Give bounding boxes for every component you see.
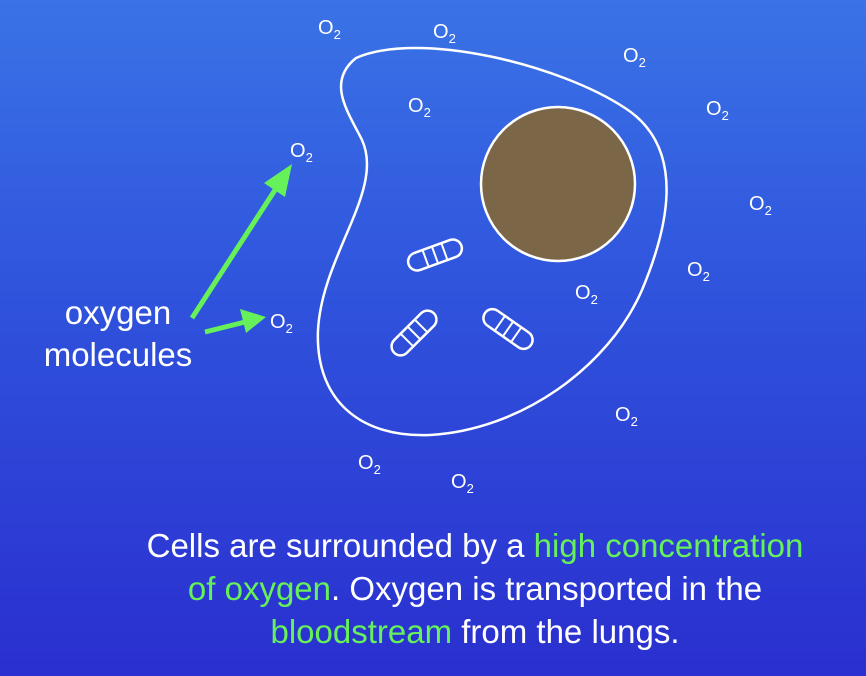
nucleus-icon <box>479 105 637 263</box>
mitochondrion-icon <box>482 307 534 351</box>
arrow-icon <box>204 309 266 335</box>
caption-text-3: from the lungs. <box>452 613 680 650</box>
o2-symbol: O <box>687 259 703 281</box>
arrow-icon <box>189 164 292 320</box>
o2-symbol: O <box>290 140 306 162</box>
o2-molecule: O2 <box>615 404 638 429</box>
o2-molecule: O2 <box>706 98 729 123</box>
o2-symbol: O <box>270 311 286 333</box>
caption: Cells are surrounded by a high concentra… <box>70 524 866 653</box>
o2-subscript: 2 <box>722 108 729 123</box>
o2-symbol: O <box>358 452 374 474</box>
o2-molecule: O2 <box>270 311 293 336</box>
o2-symbol: O <box>318 17 334 39</box>
o2-molecule: O2 <box>358 452 381 477</box>
o2-subscript: 2 <box>703 269 710 284</box>
o2-symbol: O <box>451 471 467 493</box>
o2-symbol: O <box>623 45 639 67</box>
o2-symbol: O <box>749 193 765 215</box>
mitochondrion-icon <box>406 238 464 272</box>
o2-subscript: 2 <box>631 414 638 429</box>
o2-subscript: 2 <box>306 150 313 165</box>
caption-text-1: Cells are surrounded by a <box>146 527 534 564</box>
o2-subscript: 2 <box>591 292 598 307</box>
o2-subscript: 2 <box>765 203 772 218</box>
o2-molecule: O2 <box>408 95 431 120</box>
o2-symbol: O <box>615 404 631 426</box>
caption-text-2: . Oxygen is transported in the <box>331 570 763 607</box>
o2-subscript: 2 <box>424 105 431 120</box>
o2-subscript: 2 <box>467 481 474 496</box>
o2-molecule: O2 <box>687 259 710 284</box>
o2-subscript: 2 <box>449 31 456 46</box>
o2-symbol: O <box>408 95 424 117</box>
o2-subscript: 2 <box>639 55 646 70</box>
o2-subscript: 2 <box>286 321 293 336</box>
o2-molecule: O2 <box>451 471 474 496</box>
o2-molecule: O2 <box>318 17 341 42</box>
caption-highlight-1: high concentration <box>533 527 804 564</box>
o2-subscript: 2 <box>374 462 381 477</box>
mitochondrion-icon <box>390 309 438 357</box>
o2-molecule: O2 <box>749 193 772 218</box>
o2-symbol: O <box>433 21 449 43</box>
o2-symbol: O <box>575 282 591 304</box>
label-line-2: molecules <box>43 336 193 373</box>
o2-molecule: O2 <box>433 21 456 46</box>
o2-molecule: O2 <box>575 282 598 307</box>
o2-symbol: O <box>706 98 722 120</box>
caption-highlight-3: bloodstream <box>270 613 453 650</box>
o2-molecule: O2 <box>290 140 313 165</box>
o2-molecule: O2 <box>623 45 646 70</box>
oxygen-molecules-label: oxygen molecules <box>18 292 218 376</box>
label-line-1: oxygen <box>64 294 172 331</box>
o2-subscript: 2 <box>334 27 341 42</box>
cell-membrane-icon <box>316 46 668 437</box>
caption-highlight-2: of oxygen <box>187 570 332 607</box>
